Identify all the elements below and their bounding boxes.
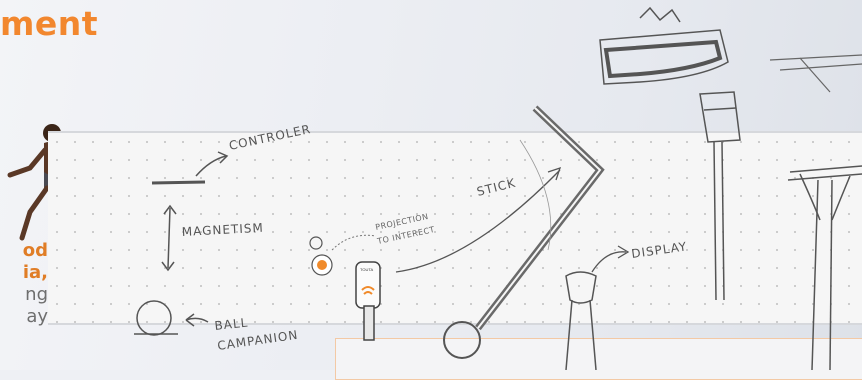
ball-sketch [134, 301, 208, 335]
standing-device-sketch [700, 92, 740, 300]
stick-sketch [444, 108, 600, 358]
label-magnetism: MAGNETISM [181, 221, 264, 239]
device-label: TOUTA [360, 267, 374, 272]
label-display: DISPLAY [630, 239, 688, 261]
magnetism-arrow [162, 206, 176, 270]
table-sketch [788, 166, 862, 370]
label-stick: STICK [475, 176, 517, 199]
small-ball-sketch [310, 237, 332, 275]
label-ball-1: BALL [214, 316, 249, 333]
controller-sketch [152, 152, 227, 183]
concept-sketch: CONTROLER MAGNETISM BALL CAMPANION PROJE… [0, 0, 862, 370]
display-sketch [566, 272, 596, 370]
label-controller: CONTROLER [228, 122, 313, 153]
projection-arrow [332, 235, 376, 250]
display-arrow [592, 246, 628, 272]
handheld-device [356, 262, 380, 340]
